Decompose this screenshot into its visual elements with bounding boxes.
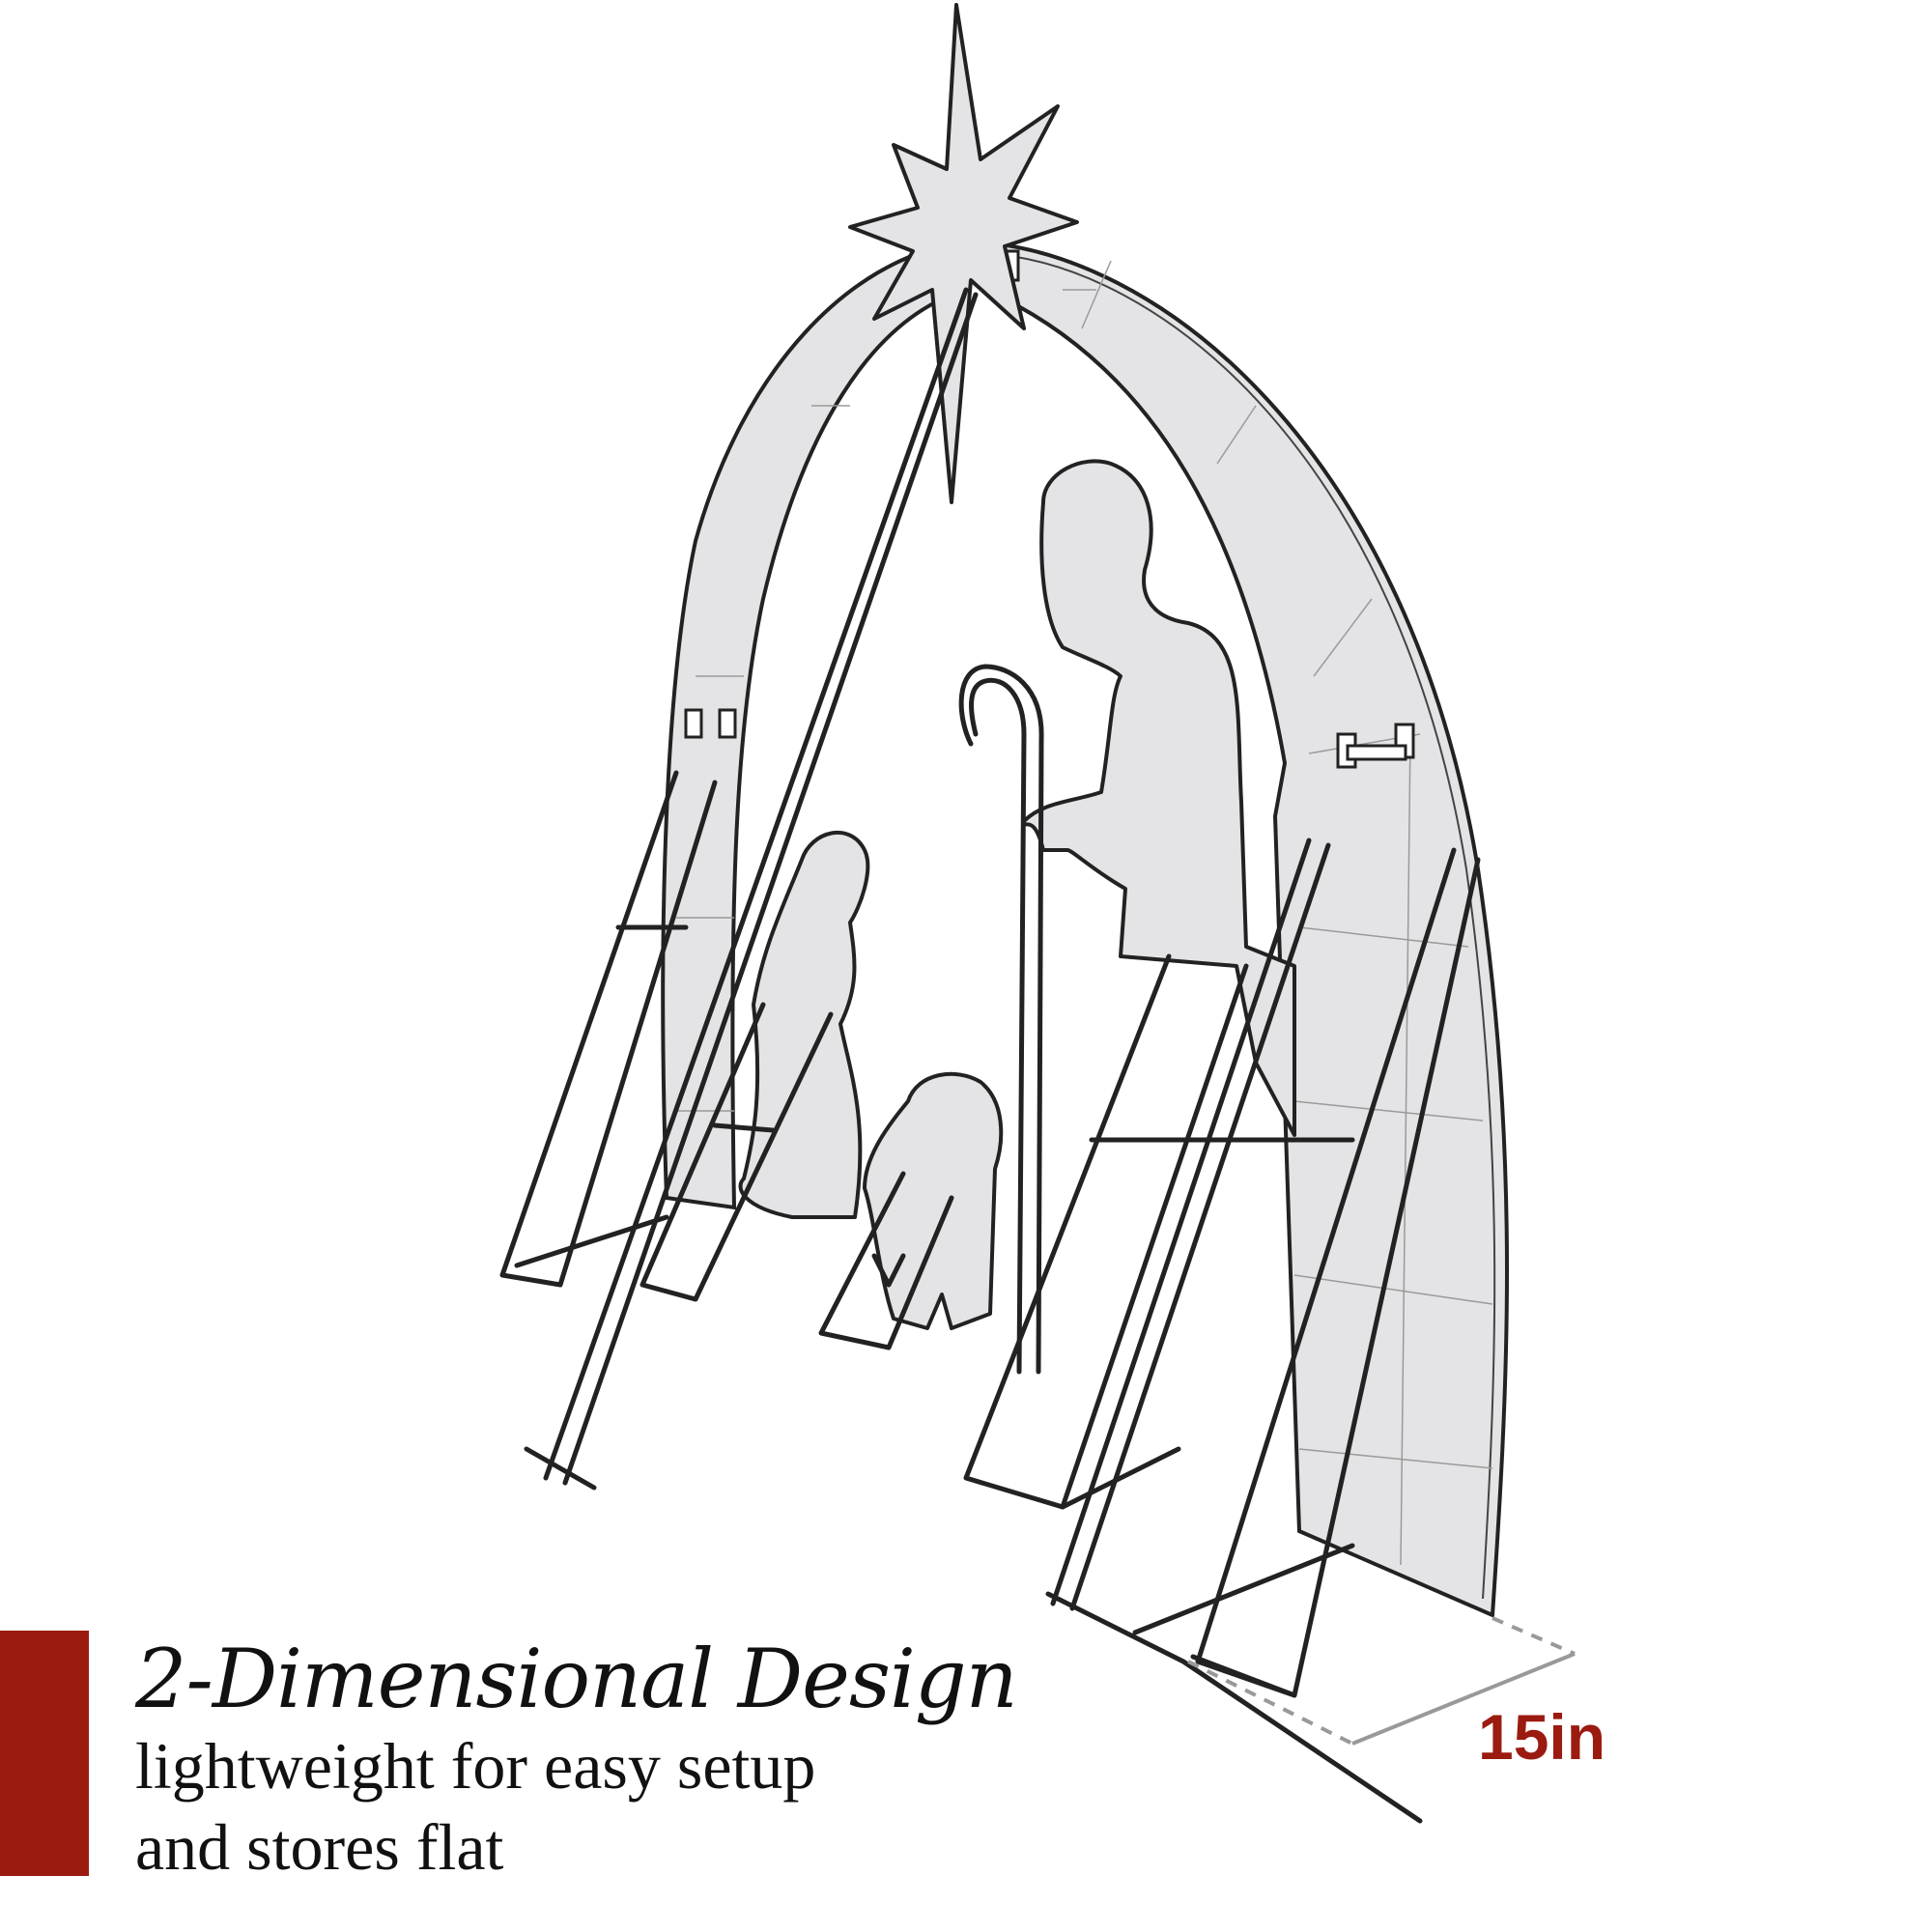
stable-arch-icon [661, 239, 1509, 1618]
dimension-label: 15in [1478, 1701, 1606, 1773]
star-of-bethlehem-icon [848, 3, 1079, 504]
arch-left-panel [661, 241, 969, 1210]
baby-jesus-icon [863, 1071, 1004, 1330]
subtitle-line-2: and stores flat [135, 1810, 504, 1884]
shepherd-staff-icon [958, 664, 1044, 1375]
subtitle-line-1: lightweight for easy setup [135, 1729, 816, 1803]
wire-stake-icon [499, 287, 1481, 1824]
headline: 2-Dimensional Design [135, 1632, 1018, 1726]
accent-bar [0, 1631, 89, 1876]
depth-dimension [1187, 1616, 1576, 1746]
mary-figure-icon [738, 831, 870, 1219]
arch-right-panel [963, 239, 1509, 1618]
joseph-figure-icon [1022, 459, 1296, 1137]
